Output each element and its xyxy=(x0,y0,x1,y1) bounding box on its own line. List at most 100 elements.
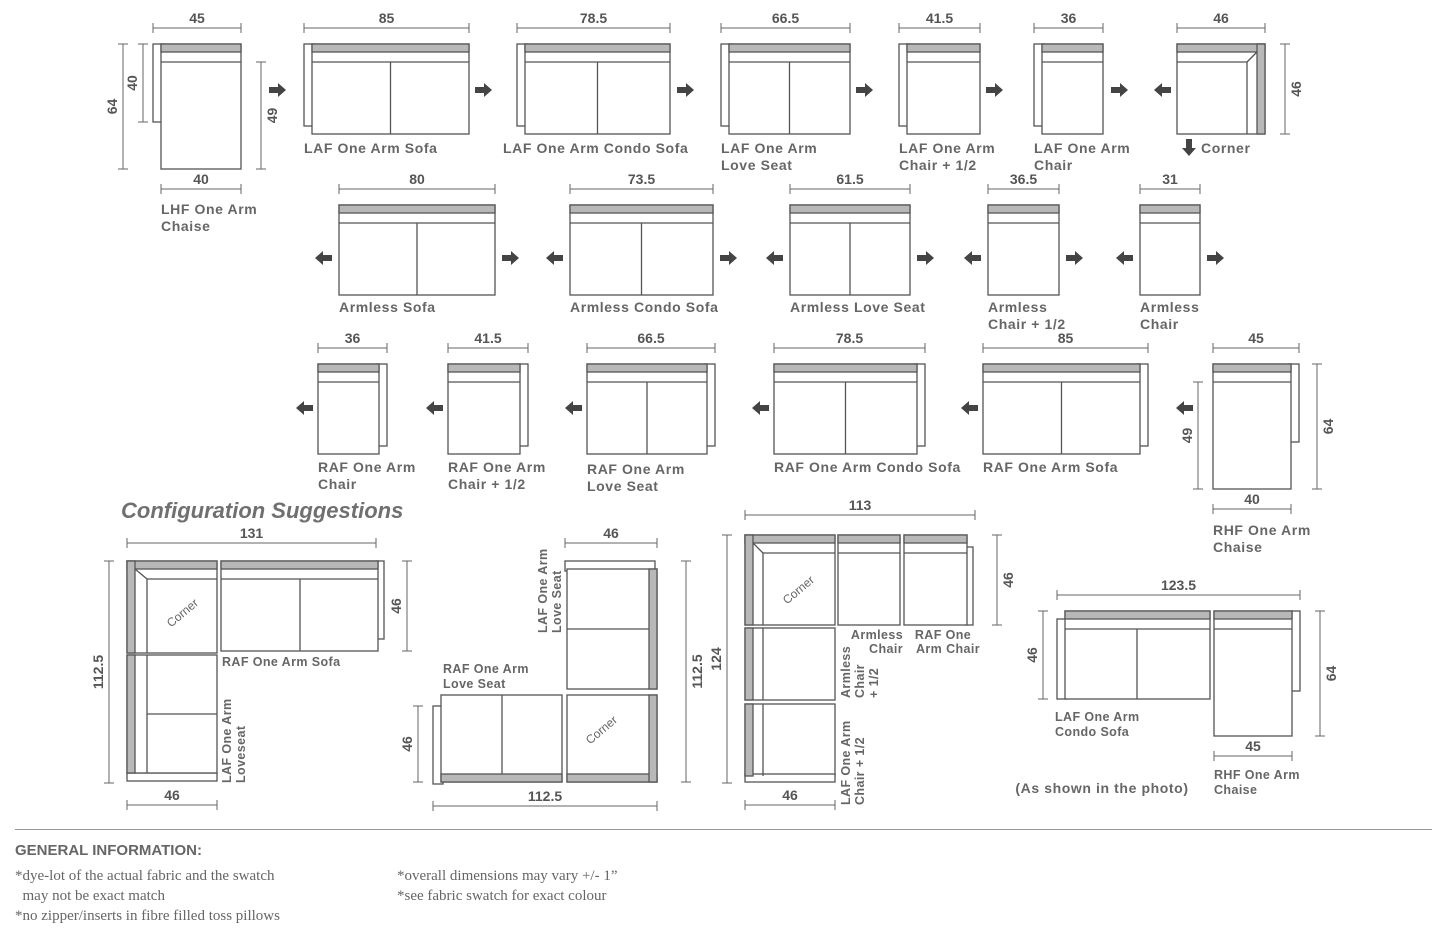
c3-raf-back xyxy=(903,534,968,544)
dim-rhf-depth-outer: 64 xyxy=(1320,419,1336,435)
dim-c4-top: 123.5 xyxy=(1161,577,1196,593)
c4-chaise-label-0: RHF One Arm xyxy=(1214,768,1300,782)
dim-c4-right: 64 xyxy=(1323,666,1339,682)
dim-corner-depth: 46 xyxy=(1288,81,1304,97)
dim-c2-top: 46 xyxy=(603,525,619,541)
c3-corner-back xyxy=(744,534,836,544)
label-raf-sofa-0: RAF One Arm Sofa xyxy=(983,459,1118,475)
dim-raf-condo: 78.5 xyxy=(836,330,863,346)
c2-vlove-back xyxy=(648,568,658,690)
arrow-right xyxy=(502,251,519,265)
dim-c4-bottom: 45 xyxy=(1245,738,1261,754)
arrow-left xyxy=(546,251,563,265)
c3-armless-back xyxy=(837,534,901,544)
dim-armless-condo: 73.5 xyxy=(628,171,655,187)
dim-c1-right: 46 xyxy=(388,598,404,614)
c3-armless-half-back xyxy=(744,627,754,701)
dim-laf-love: 66.5 xyxy=(772,10,799,26)
arrow-down xyxy=(1182,139,1196,156)
c3-armless-half xyxy=(744,627,836,701)
label-armless-chair-half-0: Armless xyxy=(988,299,1047,315)
laf-chair-half-body xyxy=(906,43,981,135)
label-laf-love-1: Love Seat xyxy=(721,157,793,173)
general-note-1: *dye-lot of the actual fabric and the sw… xyxy=(15,868,275,884)
dim-c1-side: 112.5 xyxy=(90,655,106,689)
dim-lhf-width: 45 xyxy=(189,10,205,26)
c3-corner-diag xyxy=(752,542,764,554)
laf-condo-back xyxy=(524,43,671,53)
general-note-5: *see fabric swatch for exact colour xyxy=(397,888,607,904)
dim-rhf-bottom: 40 xyxy=(1244,491,1260,507)
armless-condo-back xyxy=(569,204,714,214)
c2-love-label-1: Love Seat xyxy=(443,677,506,691)
dim-laf-condo: 78.5 xyxy=(580,10,607,26)
c1-loveseat-label-1: Loveseat xyxy=(234,725,248,783)
c3-ah-label-2: + 1/2 xyxy=(867,668,881,698)
rhf-chaise-body xyxy=(1212,363,1292,490)
label-lhf-1: Chaise xyxy=(161,218,211,234)
c3-armless-chair xyxy=(837,534,901,626)
label-armless-love-0: Armless Love Seat xyxy=(790,299,925,315)
arrow-right xyxy=(475,83,492,97)
c3-armless-label-1: Chair xyxy=(869,642,903,656)
arrow-right xyxy=(917,251,934,265)
arrow-left xyxy=(1176,401,1193,415)
dim-c3-top: 113 xyxy=(849,497,872,513)
c3-laf-half-arm xyxy=(744,773,836,783)
label-laf-sofa-0: LAF One Arm Sofa xyxy=(304,140,438,156)
arrow-right xyxy=(1207,251,1224,265)
c3-lh-label-1: Chair + 1/2 xyxy=(853,737,867,805)
c2-side-label-1: Love Seat xyxy=(550,570,564,633)
label-armless-chair-0: Armless xyxy=(1140,299,1199,315)
c1-love-arm xyxy=(126,772,218,782)
c3-laf-half xyxy=(744,703,836,777)
arrow-right xyxy=(986,83,1003,97)
label-armless-chair-1: Chair xyxy=(1140,316,1179,332)
armless-chair-half-back xyxy=(987,204,1060,214)
label-raf-condo-0: RAF One Arm Condo Sofa xyxy=(774,459,961,475)
label-raf-chair-1: Chair xyxy=(318,476,357,492)
corner-back xyxy=(1176,43,1266,53)
dim-raf-love: 66.5 xyxy=(637,330,664,346)
dim-c3-right: 46 xyxy=(1000,572,1016,588)
arrow-left xyxy=(296,401,313,415)
c4-chaise xyxy=(1213,610,1293,737)
label-rhf-0: RHF One Arm xyxy=(1213,522,1311,538)
dim-laf-chair-half: 41.5 xyxy=(926,10,953,26)
arrow-right xyxy=(677,83,694,97)
dim-c2-right: 112.5 xyxy=(689,654,705,688)
c3-raf-chair xyxy=(903,534,968,626)
dim-raf-chair: 36 xyxy=(345,330,361,346)
label-armless-chair-half-1: Chair + 1/2 xyxy=(988,316,1066,332)
armless-chair-half-body xyxy=(987,204,1060,296)
c1-sofa-back xyxy=(220,560,379,570)
general-info-heading: GENERAL INFORMATION: xyxy=(15,842,202,859)
arrow-left xyxy=(766,251,783,265)
raf-chair-back xyxy=(317,363,380,373)
label-laf-chair-half-1: Chair + 1/2 xyxy=(899,157,977,173)
armless-chair-body xyxy=(1139,204,1201,296)
config-title: Configuration Suggestions xyxy=(121,498,403,523)
arrow-right xyxy=(720,251,737,265)
dim-c3-bottom: 46 xyxy=(782,787,798,803)
general-note-2: may not be exact match xyxy=(15,888,165,904)
raf-chair-half-body xyxy=(447,363,521,455)
c4-note: (As shown in the photo) xyxy=(1015,780,1188,796)
laf-love-back xyxy=(728,43,851,53)
general-note-4: *overall dimensions may vary +/- 1” xyxy=(397,868,618,884)
dim-c2-bottom: 112.5 xyxy=(528,788,562,804)
lhf-chaise-body xyxy=(160,43,242,170)
c4-condo-label-1: Condo Sofa xyxy=(1055,725,1130,739)
raf-sofa-back xyxy=(982,363,1141,373)
c2-side-label-0: LAF One Arm xyxy=(536,549,550,634)
label-raf-chair-0: RAF One Arm xyxy=(318,459,416,475)
raf-chair-half-back xyxy=(447,363,521,373)
c2-hlove-back xyxy=(440,773,563,783)
label-corner: Corner xyxy=(1201,140,1251,156)
corner-side xyxy=(1256,43,1266,135)
arrow-right xyxy=(856,83,873,97)
arrow-left xyxy=(961,401,978,415)
dim-lhf-depth-outer: 64 xyxy=(104,99,120,115)
label-raf-love-1: Love Seat xyxy=(587,478,659,494)
